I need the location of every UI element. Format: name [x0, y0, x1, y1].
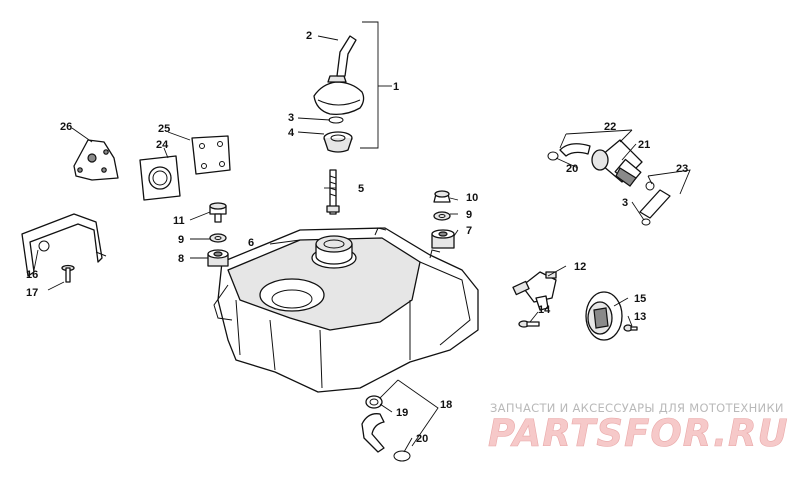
callout-10: 10 [466, 192, 478, 204]
callout-18: 18 [440, 399, 452, 411]
callout-9-right: 9 [466, 209, 472, 221]
callout-16: 16 [26, 269, 38, 281]
callout-13: 13 [634, 311, 646, 323]
fuel-tank [213, 227, 479, 393]
vent-hose [336, 35, 357, 77]
screw-17 [61, 264, 75, 283]
callout-17: 17 [26, 287, 38, 299]
o-ring [328, 116, 344, 124]
callout-3-right: 3 [622, 197, 628, 209]
washer-9-left [209, 233, 227, 243]
callout-12: 12 [574, 261, 586, 273]
bracket-16 [21, 213, 107, 277]
washer-9-right [433, 211, 451, 221]
callout-21: 21 [638, 139, 650, 151]
callout-20-upper: 20 [566, 163, 578, 175]
callout-6: 6 [248, 237, 254, 249]
callout-15: 15 [634, 293, 646, 305]
gasket-25 [191, 135, 231, 175]
callout-8: 8 [178, 253, 184, 265]
petcock-12 [512, 271, 557, 311]
callout-22: 22 [604, 121, 616, 133]
callout-24: 24 [156, 139, 169, 151]
callout-14: 14 [538, 304, 551, 316]
clamp-20-lower [393, 450, 411, 462]
callout-26: 26 [60, 121, 72, 133]
clamp-3-right [641, 181, 655, 226]
callout-20-lower: 20 [416, 433, 428, 445]
bolt-11 [209, 202, 227, 223]
callout-25: 25 [158, 123, 170, 135]
watermark: ЗАПЧАСТИ И АКСЕССУАРЫ ДЛЯ МОТОТЕХНИКИ PA… [488, 401, 789, 455]
fuel-hose-18 [361, 413, 385, 453]
callout-2: 2 [306, 30, 312, 42]
hose-23 [639, 189, 671, 219]
grommet-7 [431, 229, 455, 249]
callout-3: 3 [288, 112, 294, 124]
fuel-valve-21 [591, 139, 643, 187]
callout-19: 19 [396, 407, 408, 419]
watermark-tagline: ЗАПЧАСТИ И АКСЕССУАРЫ ДЛЯ МОТОТЕХНИКИ [490, 401, 784, 415]
callout-9-left: 9 [178, 234, 184, 246]
leader-lines [33, 21, 691, 453]
callout-1: 1 [393, 81, 399, 93]
hose-22 [559, 143, 591, 157]
callout-23: 23 [676, 163, 688, 175]
grommet-8 [207, 249, 229, 267]
fuel-cap [313, 75, 365, 116]
clamp-20-upper [547, 151, 559, 161]
callout-5: 5 [358, 183, 364, 195]
knob-15 [585, 291, 623, 341]
gasket-24 [139, 155, 181, 201]
mounting-plate-26 [73, 139, 119, 181]
screw-13 [623, 324, 638, 332]
stud [326, 169, 340, 215]
screw-14 [518, 320, 540, 328]
watermark-brand-logo: PARTSFOR.RU [488, 412, 789, 455]
callout-7: 7 [466, 225, 472, 237]
callout-11: 11 [173, 215, 185, 227]
callouts: 1 2 3 4 5 6 7 8 9 9 10 11 12 13 14 15 16… [26, 30, 688, 445]
clamp-19 [365, 395, 383, 409]
callout-4: 4 [288, 127, 295, 139]
nut-10 [433, 190, 451, 203]
cap-gasket [323, 131, 353, 153]
